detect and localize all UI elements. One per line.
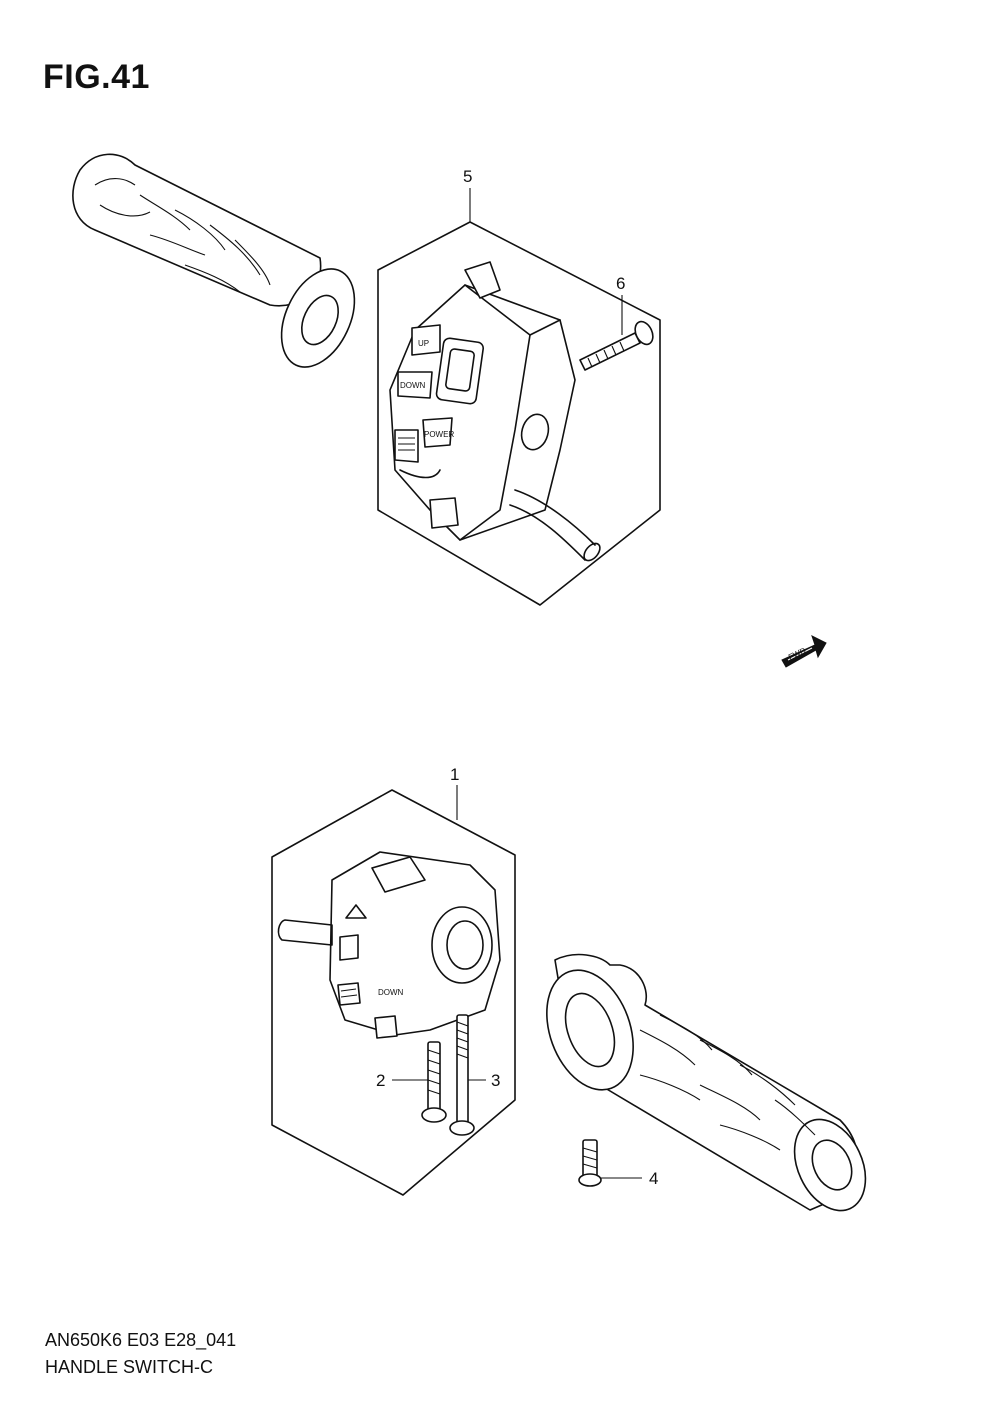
down-switch-label: DOWN: [378, 988, 404, 997]
screw-part-4[interactable]: [578, 1139, 602, 1187]
callout-3[interactable]: 3: [491, 1071, 500, 1090]
callout-2[interactable]: 2: [376, 1071, 385, 1090]
figure-title: FIG.41: [43, 58, 150, 96]
callout-1[interactable]: 1: [450, 765, 459, 784]
screw-part-3[interactable]: [449, 1014, 475, 1136]
callout-4[interactable]: 4: [649, 1169, 658, 1188]
right-handlebar-grip[interactable]: [531, 953, 879, 1222]
left-handlebar-grip[interactable]: [72, 153, 369, 378]
up-button-label: UP: [418, 339, 429, 348]
callout-5[interactable]: 5: [463, 167, 472, 186]
part-name: HANDLE SWITCH-C: [45, 1357, 214, 1377]
screw-part-2[interactable]: [421, 1041, 447, 1123]
right-switch-housing[interactable]: DOWN: [277, 851, 501, 1039]
model-code: AN650K6 E03 E28_041: [45, 1330, 237, 1350]
screw-part-6[interactable]: [579, 319, 656, 371]
forward-direction-arrow: FWD: [781, 635, 827, 668]
part-1-group-outline: [271, 789, 516, 1196]
down-button-label: DOWN: [400, 381, 426, 390]
power-button-label: POWER: [424, 430, 454, 439]
callout-6[interactable]: 6: [616, 274, 625, 293]
left-switch-housing[interactable]: UP DOWN POWER: [389, 261, 603, 564]
